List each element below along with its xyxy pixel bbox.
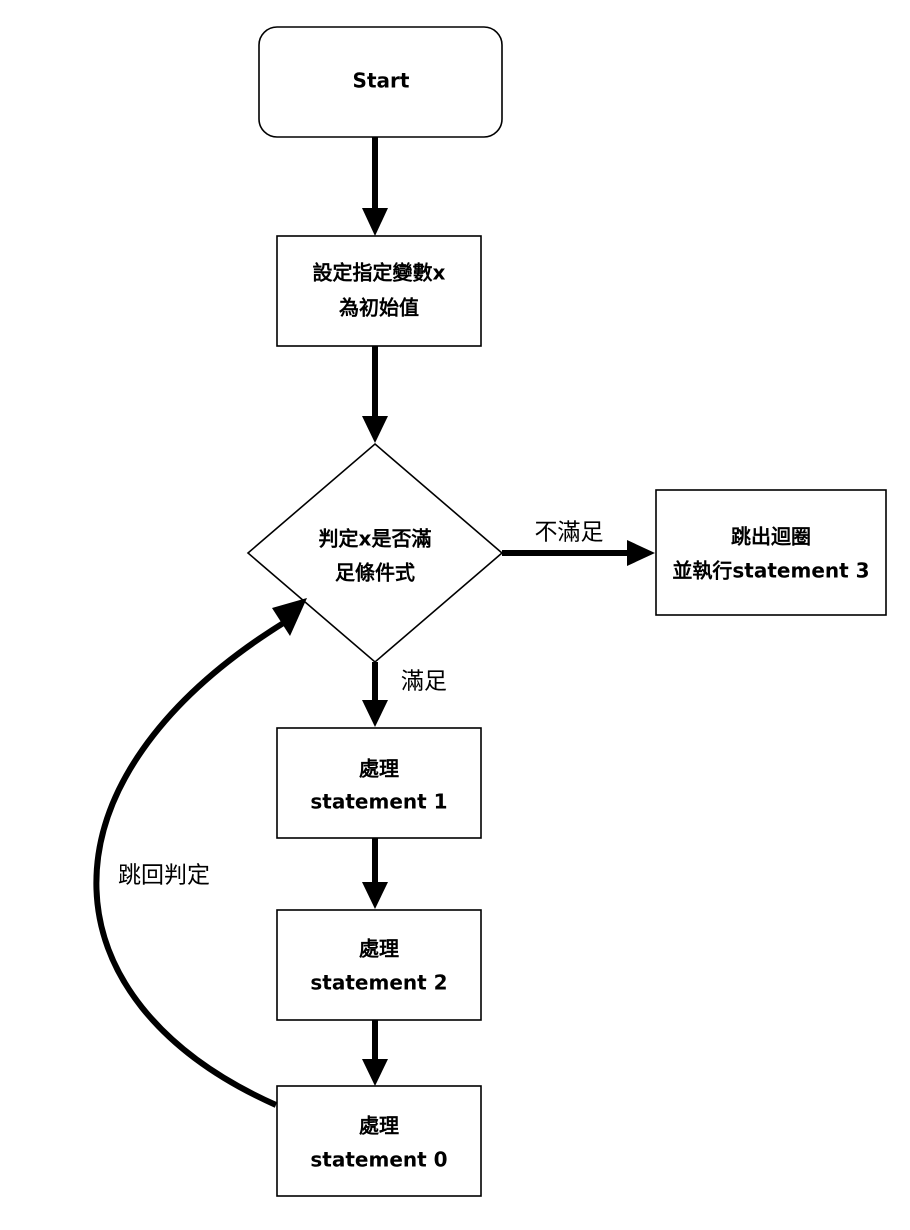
arrowhead-icon <box>362 1059 388 1086</box>
start-label: Start <box>353 69 410 93</box>
edge-condition-to-exit: 不滿足 <box>502 520 655 566</box>
edge-label-not-satisfied: 不滿足 <box>535 520 604 546</box>
edge-label-satisfied: 滿足 <box>401 669 447 695</box>
arrowhead-icon <box>272 598 307 636</box>
arrowhead-icon <box>362 882 388 909</box>
condition-label-line2: 足條件式 <box>335 561 415 585</box>
condition-node: 判定x是否滿 足條件式 <box>246 442 504 664</box>
init-label-line1: 設定指定變數x <box>313 261 446 285</box>
arrowhead-icon <box>362 416 388 443</box>
edge-loop-back: 跳回判定 <box>93 598 307 1108</box>
stmt1-label-line1: 處理 <box>359 757 399 781</box>
stmt2-label-line2: statement 2 <box>310 971 447 995</box>
stmt0-label-line2: statement 0 <box>310 1148 447 1172</box>
arrowhead-icon <box>362 700 388 727</box>
init-node: 設定指定變數x 為初始值 <box>276 235 482 347</box>
edge-stmt2-to-stmt0 <box>362 1020 388 1086</box>
stmt0-node: 處理 statement 0 <box>276 1085 482 1197</box>
arrowhead-icon <box>627 540 655 566</box>
edge-condition-to-stmt1: 滿足 <box>362 662 447 727</box>
edge-stmt1-to-stmt2 <box>362 838 388 909</box>
start-node: Start <box>258 26 503 138</box>
condition-label-line1: 判定x是否滿 <box>319 527 432 551</box>
exit-label-line1: 跳出迴圈 <box>731 525 811 549</box>
exit-label-line2: 並執行statement 3 <box>672 559 869 583</box>
init-label-line2: 為初始值 <box>339 296 419 320</box>
stmt2-node: 處理 statement 2 <box>276 909 482 1021</box>
edge-init-to-condition <box>362 346 388 443</box>
edge-start-to-init <box>362 137 388 236</box>
stmt1-label-line2: statement 1 <box>310 790 447 814</box>
stmt0-label-line1: 處理 <box>359 1114 399 1138</box>
arrowhead-icon <box>362 208 388 236</box>
stmt1-node: 處理 statement 1 <box>276 727 482 839</box>
exit-node: 跳出迴圈 並執行statement 3 <box>655 489 887 616</box>
stmt2-label-line1: 處理 <box>359 937 399 961</box>
edge-label-loop-back: 跳回判定 <box>118 863 210 889</box>
